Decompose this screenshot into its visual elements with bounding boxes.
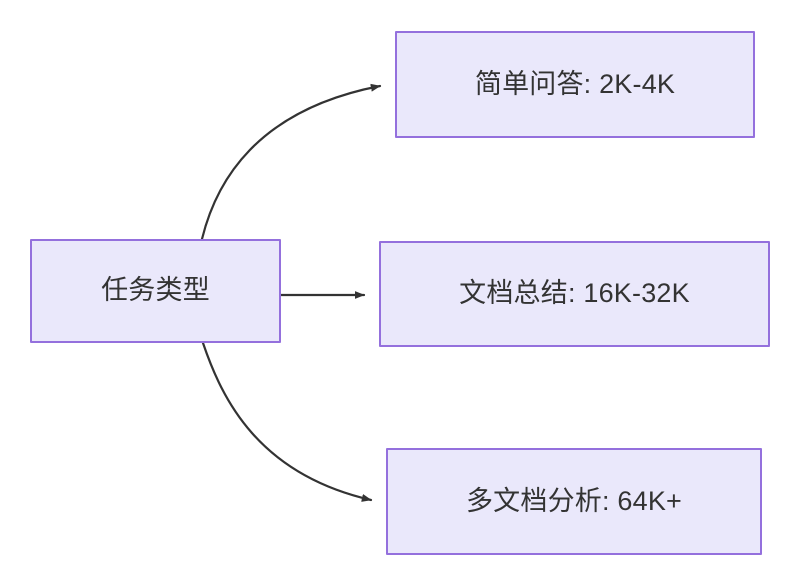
node-label: 文档总结: 16K-32K [459,278,690,309]
node-label: 多文档分析: 64K+ [465,485,682,516]
node-document-summary[interactable]: 文档总结: 16K-32K [379,241,770,347]
node-task-type[interactable]: 任务类型 [30,239,281,343]
node-simple-qa[interactable]: 简单问答: 2K-4K [395,31,755,138]
node-label: 任务类型 [101,275,210,306]
node-multi-document-analysis[interactable]: 多文档分析: 64K+ [386,448,762,555]
node-label: 简单问答: 2K-4K [474,68,676,99]
edge-source-to-target-0 [200,83,382,241]
edge-source-to-target-2 [201,341,373,502]
